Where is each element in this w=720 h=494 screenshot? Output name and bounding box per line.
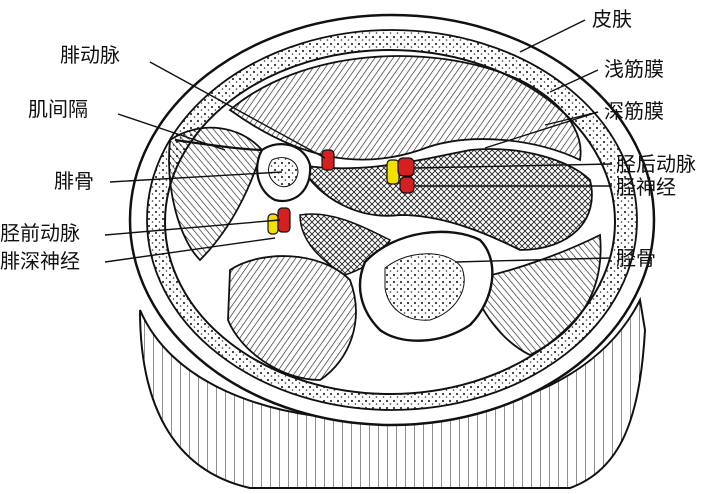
leader-anterior-tibial-artery [104, 219, 281, 236]
leader-tibia [454, 257, 611, 263]
intermuscular-septum [174, 138, 266, 152]
label-anterior-tibial-artery: 胫前动脉 [0, 221, 80, 245]
tibia-marrow [384, 253, 465, 321]
tibial-nerve [399, 176, 415, 194]
anterior-muscle [227, 255, 357, 381]
leader-superficial-fascia [549, 69, 599, 93]
posterior-tibial-artery [397, 157, 415, 177]
leader-peroneal-artery [149, 61, 326, 159]
leader-deep-fascia-2 [484, 111, 599, 149]
label-tibial-nerve: 胫神经 [616, 175, 676, 199]
label-intermuscular-septum: 肌间隔 [28, 97, 88, 121]
leader-septum [117, 113, 226, 151]
leader-deep-peroneal-nerve [104, 237, 276, 263]
label-deep-peroneal-nerve: 腓深神经 [0, 249, 80, 273]
label-peroneal-artery: 腓动脉 [60, 43, 120, 67]
label-superficial-fascia: 浅筋膜 [604, 57, 664, 81]
posterior-tibial-vein [386, 159, 400, 185]
leg-stump-side [139, 296, 647, 489]
leader-fibula [109, 171, 283, 183]
peroneal-artery [321, 149, 335, 171]
label-skin: 皮肤 [592, 7, 632, 31]
leader-skin [519, 19, 586, 53]
label-deep-fascia: 深筋膜 [604, 99, 664, 123]
posterior-superficial-muscle [228, 55, 582, 162]
posterior-deep-muscle [298, 148, 593, 251]
label-posterior-tibial-artery: 胫后动脉 [616, 152, 696, 176]
anterior-tibial-vein [267, 213, 279, 235]
label-tibia: 胫骨 [616, 246, 656, 270]
label-fibula: 腓骨 [54, 169, 94, 193]
leader-posterior-tibial-artery [413, 163, 613, 169]
